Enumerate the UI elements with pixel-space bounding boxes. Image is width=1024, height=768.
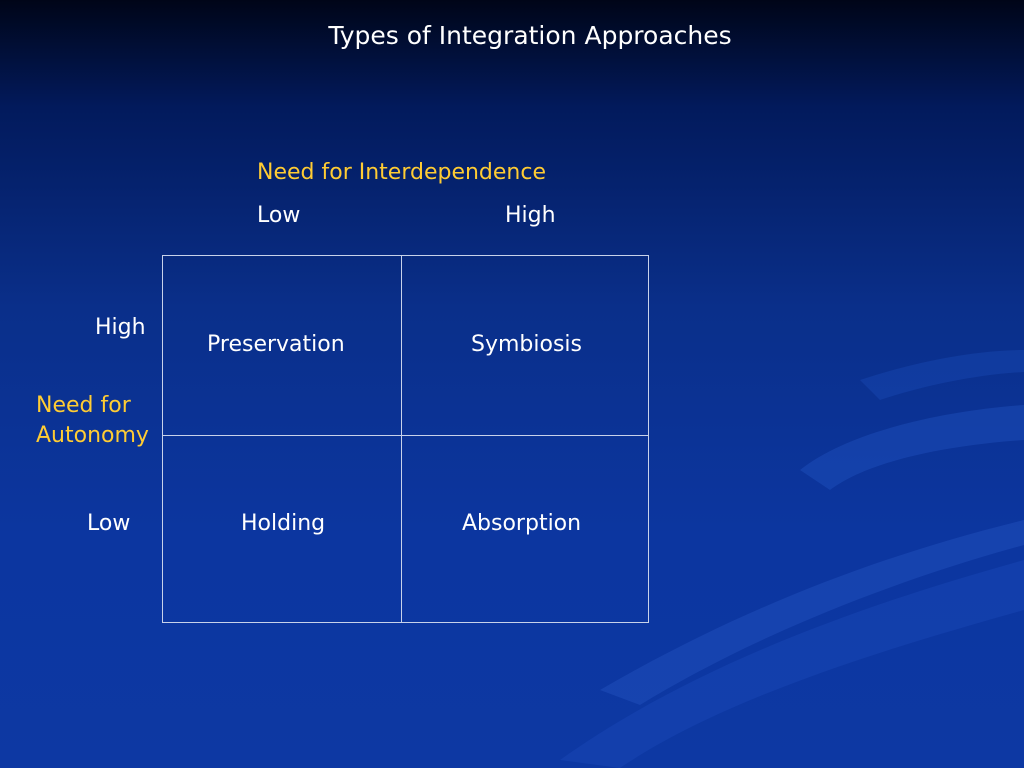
cell-holding: Holding xyxy=(241,511,326,536)
cell-absorption: Absorption xyxy=(462,511,582,536)
matrix-horizontal-divider xyxy=(163,435,648,436)
x-axis-high-label: High xyxy=(505,203,556,228)
cell-symbiosis: Symbiosis xyxy=(471,332,582,357)
matrix-vertical-divider xyxy=(401,256,402,622)
y-axis-label: Need for Autonomy xyxy=(36,391,176,451)
y-axis-high-label: High xyxy=(95,315,146,340)
integration-matrix: Preservation Symbiosis Holding Absorptio… xyxy=(162,255,649,623)
y-axis-label-line2: Autonomy xyxy=(36,423,149,448)
cell-preservation: Preservation xyxy=(207,332,345,357)
y-axis-low-label: Low xyxy=(87,511,131,536)
y-axis-label-line1: Need for xyxy=(36,393,131,418)
x-axis-label: Need for Interdependence xyxy=(257,160,546,185)
slide-title: Types of Integration Approaches xyxy=(328,21,732,50)
x-axis-low-label: Low xyxy=(257,203,301,228)
